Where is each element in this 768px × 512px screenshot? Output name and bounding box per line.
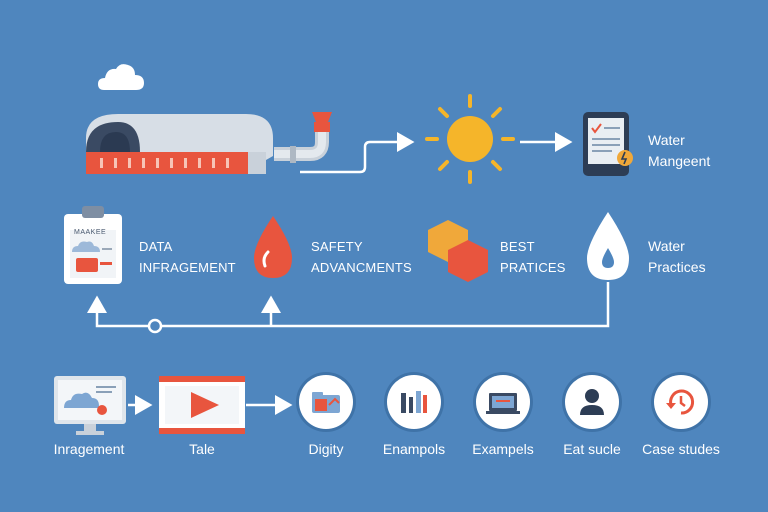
caption-digity: Digity (308, 441, 344, 457)
best-practices-label: BEST PRATICES (500, 239, 566, 275)
water-drop-icon (254, 216, 292, 278)
pipe-icon (274, 112, 332, 163)
caption-exampels: Exampels (472, 441, 534, 457)
case-studes-circle (654, 375, 708, 429)
caption-eat-sucle: Eat sucle (563, 441, 621, 457)
clipboard-text: MAAKEE (74, 229, 107, 236)
digity-circle (299, 375, 353, 429)
water-management-label: Water Mangeent (648, 132, 711, 169)
monitor-icon (54, 376, 126, 435)
caption-tale: Tale (189, 441, 215, 457)
folder-icon (312, 392, 340, 413)
caption-inragement: Inragement (53, 441, 125, 457)
caption-case-studes: Case studes (642, 441, 720, 457)
factory-building-icon (86, 114, 273, 174)
sun-icon (425, 94, 515, 184)
data-infragement-label: DATA INFRAGEMENT (139, 239, 236, 275)
water-practices-label: Water Practices (648, 238, 706, 275)
enampols-circle (387, 375, 441, 429)
hexagons-icon (428, 220, 488, 282)
cloud-icon (98, 64, 144, 90)
laptop-icon (486, 393, 520, 414)
caption-enampols: Enampols (382, 441, 446, 457)
loop-node (147, 318, 163, 334)
tablet-checklist-icon (583, 112, 633, 176)
water-drop-icon (587, 212, 629, 280)
person-icon (580, 389, 604, 415)
video-player-icon (159, 376, 245, 434)
clipboard-icon (64, 206, 122, 284)
tools-icon (401, 391, 427, 413)
eat-sucle-circle (565, 375, 619, 429)
refresh-cycle-icon (666, 389, 695, 415)
safety-advancements-label: SAFETY ADVANCMENTS (311, 239, 412, 275)
loop-line (87, 282, 610, 328)
exampels-circle (476, 375, 530, 429)
arrow-pipe-to-sun (300, 132, 415, 174)
